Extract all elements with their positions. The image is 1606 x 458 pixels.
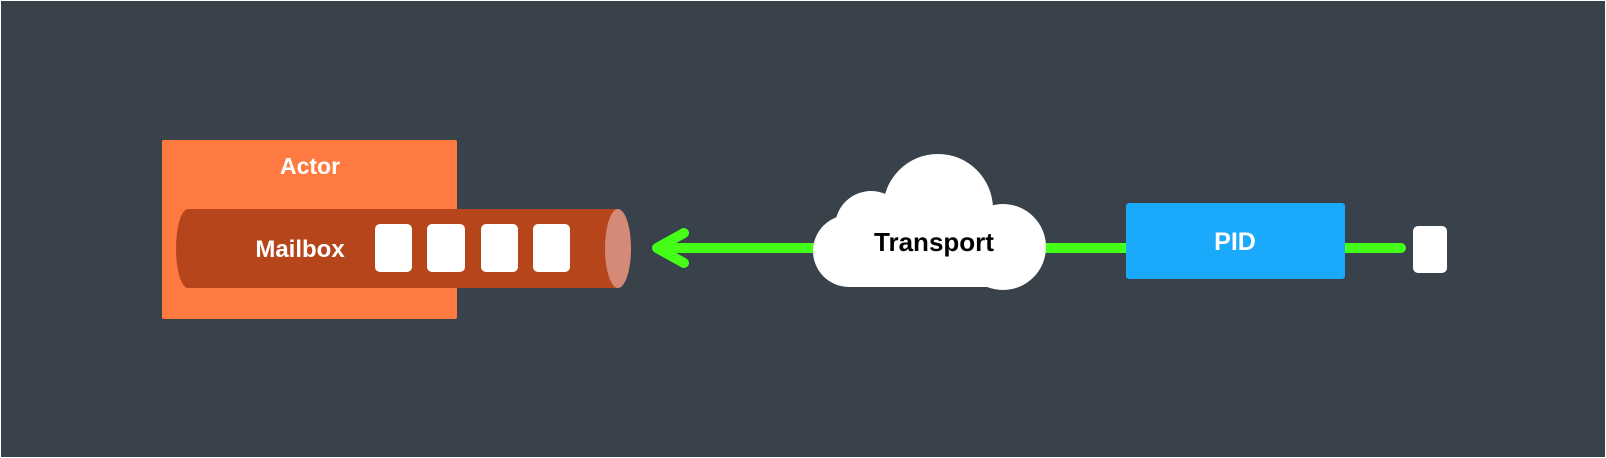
incoming-message: [1413, 226, 1447, 273]
arrowhead-icon: [652, 228, 689, 268]
pid-box: [1126, 203, 1345, 279]
transport-label: Transport: [874, 227, 994, 257]
actor-label: Actor: [280, 153, 340, 179]
mailbox-node: Mailbox: [176, 209, 631, 288]
mailbox-message-1: [375, 224, 412, 272]
mailbox-label: Mailbox: [255, 236, 345, 263]
cloud-icon: [813, 154, 1046, 290]
pid-label: PID: [1214, 228, 1256, 256]
pid-node: PID: [1126, 203, 1345, 279]
transport-node: Transport: [813, 154, 1046, 290]
mailbox-message-3: [481, 224, 518, 272]
mailbox-message-2: [427, 224, 465, 272]
mailbox-end-cap: [605, 209, 631, 288]
mailbox-message-4: [533, 224, 570, 272]
